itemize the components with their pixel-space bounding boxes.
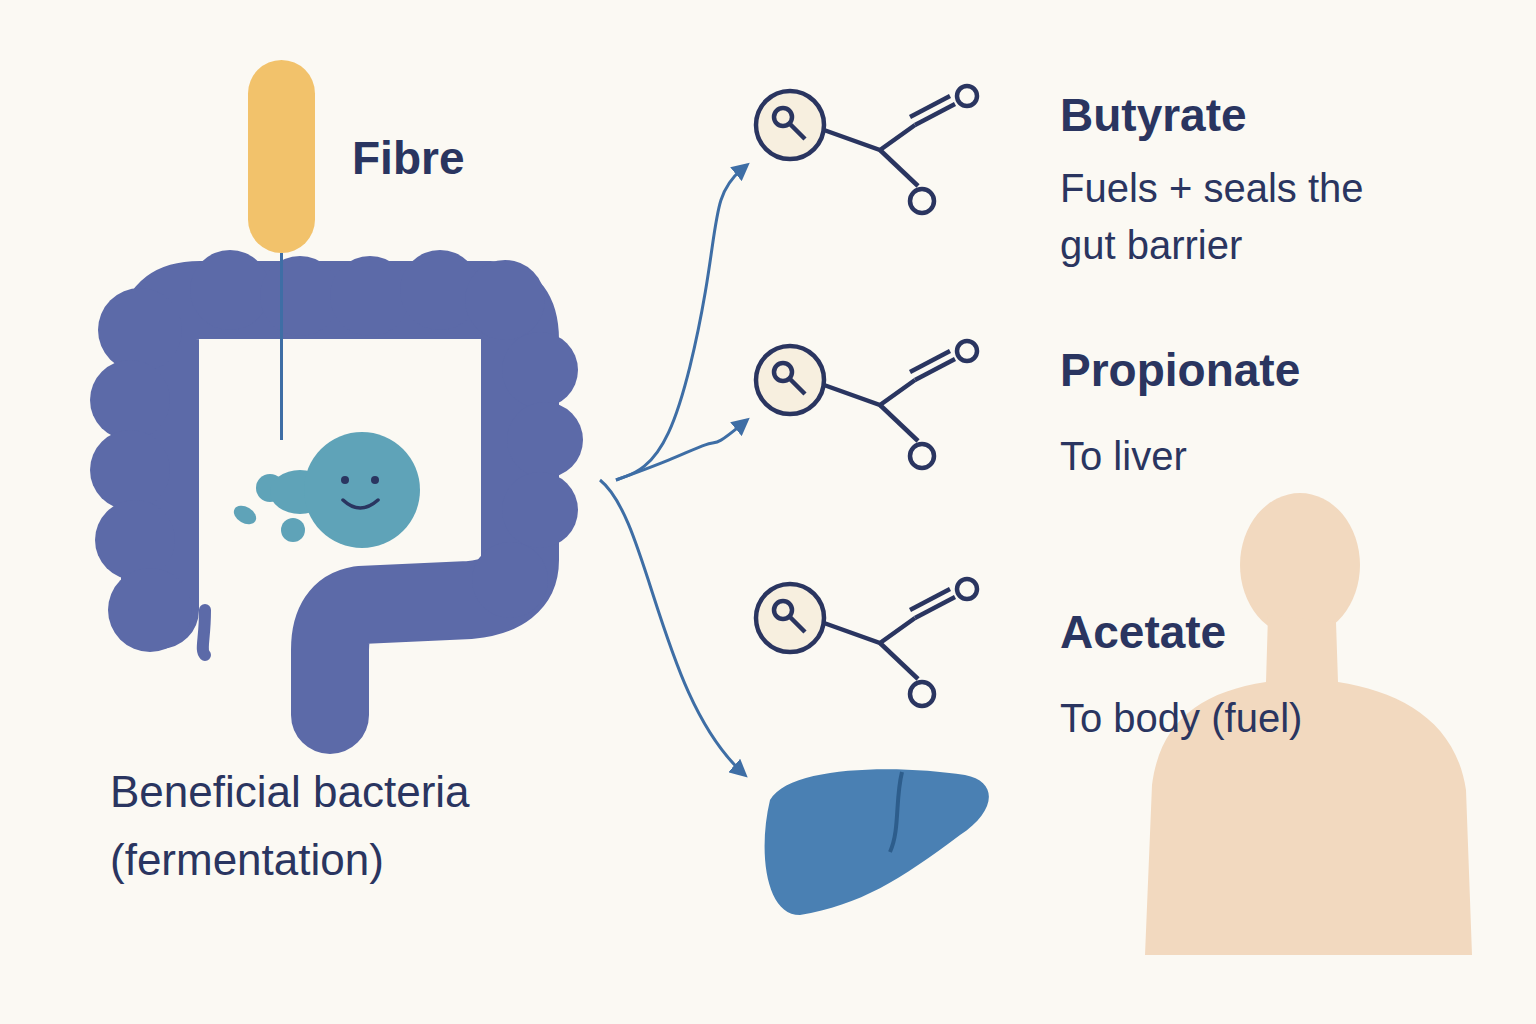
liver [765,769,989,915]
bacteria-node: Beneficial bacteria (fermentation) [110,440,616,894]
flow-arrow [616,165,747,480]
colon [90,250,583,715]
arrow-to-liver [600,480,745,775]
fibre-node: Fibre [248,60,508,253]
molecule-node: ButyrateFuels + seals the gut barrier [755,70,1401,274]
flow-arrow [280,253,283,440]
fibre-pill [248,60,315,253]
node-heading: Fibre [352,130,464,186]
node-body: Fuels + seals the gut barrier [1060,160,1390,274]
molecule-icon [756,579,977,706]
node-heading: Butyrate [1060,87,1401,143]
flow-arrow [616,420,747,480]
node-heading: Beneficial bacteria (fermentation) [110,758,616,894]
bacterium [231,432,420,548]
node-body: To liver [1060,428,1390,485]
node-body: To body (fuel) [1060,690,1390,747]
molecule-node: Propionate To liver [755,325,1401,485]
molecule-node: Acetate To body (fuel) [755,563,1401,747]
molecule-icon [756,341,977,468]
node-heading: Acetate [1060,604,1401,660]
molecule-icon [756,86,977,213]
node-heading: Propionate [1060,342,1401,398]
